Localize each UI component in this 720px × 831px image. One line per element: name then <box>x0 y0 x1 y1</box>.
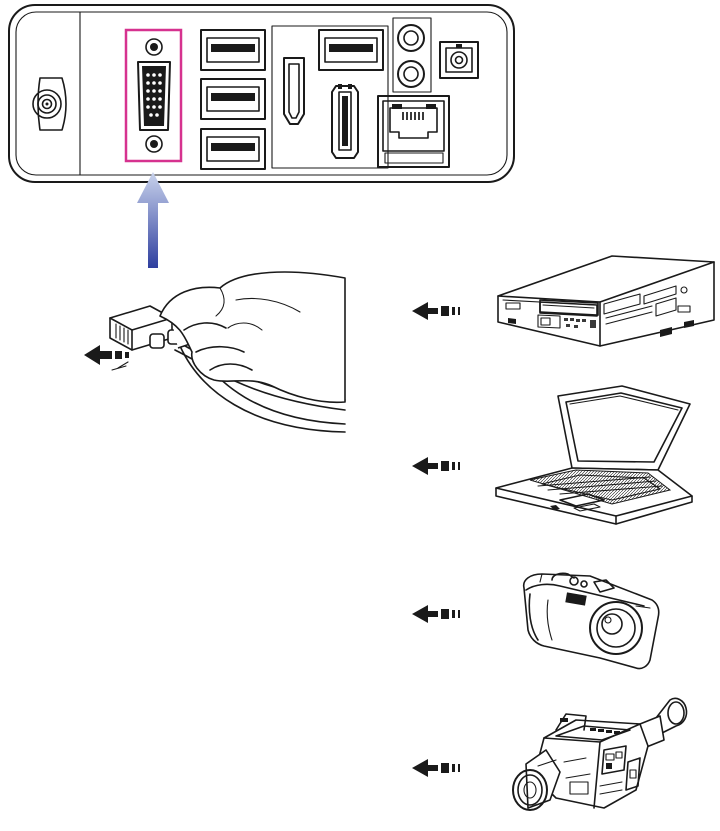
insert-left-arrow-icon <box>84 345 129 371</box>
insert-up-arrow-icon <box>137 172 169 268</box>
ethernet-port <box>377 95 450 168</box>
arrow-left-icon-1 <box>412 302 460 320</box>
vga-port <box>124 28 183 163</box>
optical-port <box>439 41 479 79</box>
arrow-left-icon-4 <box>412 759 460 777</box>
usb-port-4 <box>318 29 384 71</box>
usb-port-2 <box>200 78 266 120</box>
esata-port <box>331 84 359 159</box>
round-connector-icon <box>32 77 67 131</box>
hdmi-port <box>283 57 305 125</box>
dvd-player-icon <box>497 255 715 347</box>
camcorder-icon <box>512 697 688 811</box>
audio-jack-1 <box>392 17 432 93</box>
arrow-left-icon-2 <box>412 457 460 475</box>
vga-highlight-frame <box>124 28 183 163</box>
usb-port-3 <box>200 128 266 170</box>
audio-jack-2 <box>397 60 425 88</box>
arrow-left-icon-3 <box>412 605 460 623</box>
usb-port-1 <box>200 29 266 71</box>
laptop-icon <box>495 385 693 525</box>
digital-camera-icon <box>522 572 660 670</box>
rear-panel <box>8 4 515 183</box>
hand-plugging-cable-icon <box>84 271 346 433</box>
